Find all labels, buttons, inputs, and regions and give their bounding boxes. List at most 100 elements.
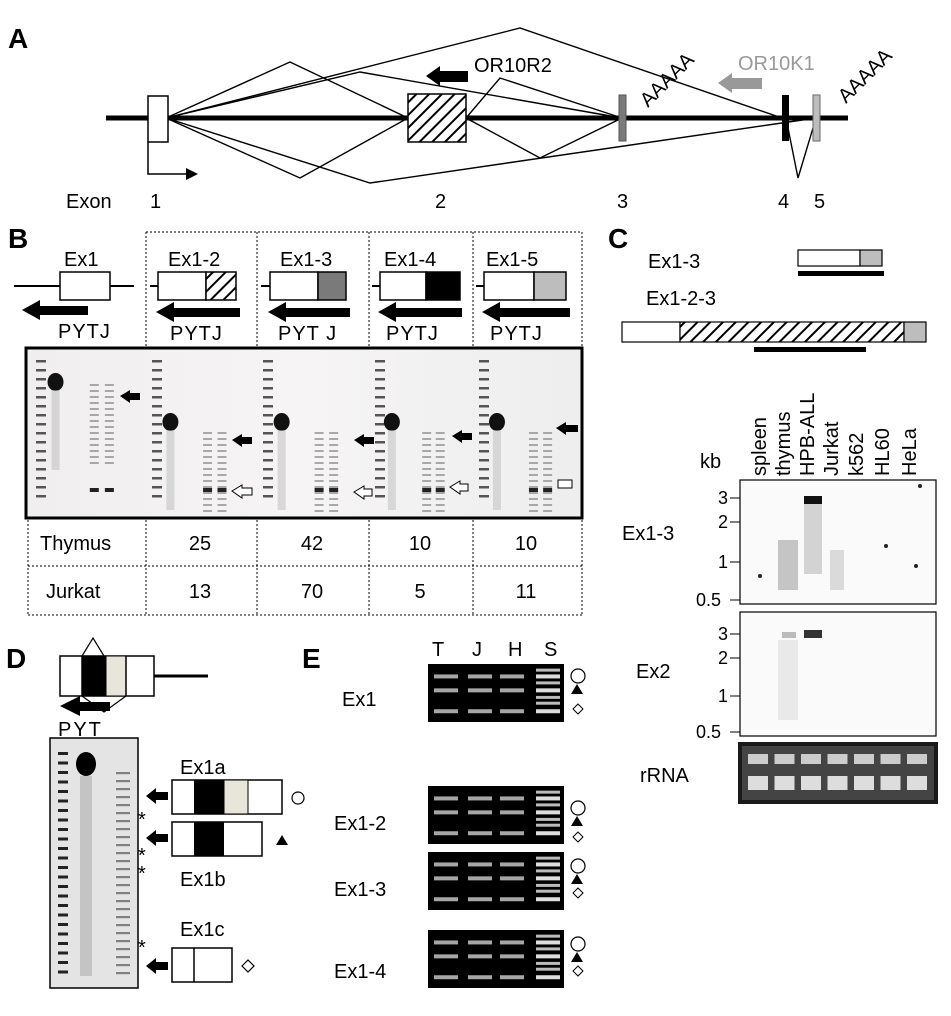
lane-h: H bbox=[508, 639, 522, 661]
open-arrow-icon bbox=[557, 479, 573, 489]
lane-band bbox=[314, 510, 324, 512]
lane-band bbox=[104, 444, 114, 446]
blot-label-ex2: Ex2 bbox=[636, 661, 670, 683]
lane-band bbox=[435, 462, 445, 464]
lane-band bbox=[314, 492, 324, 494]
construct-ex1-3-label: Ex1-3 bbox=[280, 249, 332, 271]
lane-band bbox=[329, 474, 339, 476]
product-band bbox=[383, 413, 400, 431]
gel-band bbox=[468, 897, 492, 902]
gel-band bbox=[500, 796, 524, 801]
lane-band bbox=[543, 432, 553, 434]
gel-band bbox=[434, 810, 458, 815]
lane-band bbox=[528, 480, 538, 482]
lane-band bbox=[329, 450, 339, 452]
ladder-band bbox=[36, 468, 46, 471]
probe-ex1-2-3-bar bbox=[754, 347, 866, 352]
lane-band bbox=[116, 964, 130, 967]
lanes-ex1-3: PYT J bbox=[278, 323, 337, 345]
ladder-band bbox=[263, 486, 273, 489]
lane-band bbox=[435, 498, 445, 500]
ladder-band bbox=[152, 441, 162, 444]
rrna-band bbox=[774, 754, 795, 764]
gel-band bbox=[536, 975, 560, 980]
lane-band bbox=[543, 450, 553, 452]
product-band bbox=[47, 373, 64, 391]
lane-band bbox=[543, 498, 553, 500]
lane-band bbox=[435, 438, 445, 440]
lane-band bbox=[329, 462, 339, 464]
gel-band bbox=[536, 869, 560, 873]
ladder-band bbox=[375, 432, 385, 435]
lane-band bbox=[203, 488, 213, 492]
isoform-ex1a-label: Ex1a bbox=[180, 757, 226, 779]
ladder-band bbox=[152, 378, 162, 381]
ladder-band bbox=[263, 396, 273, 399]
ladder-band bbox=[36, 450, 46, 453]
lane-band bbox=[543, 488, 553, 492]
ladder-band bbox=[58, 818, 68, 822]
ladder-band bbox=[152, 396, 162, 399]
lane-band bbox=[435, 486, 445, 488]
panel-b-gel-frame bbox=[24, 346, 584, 520]
ladder-band bbox=[263, 459, 273, 462]
exon-number-1: 1 bbox=[150, 191, 161, 213]
blot-1-ticks: 3 2 1 0.5 bbox=[696, 488, 740, 610]
rrna-band bbox=[827, 754, 848, 764]
lane-band bbox=[203, 498, 213, 500]
ladder-band bbox=[152, 414, 162, 417]
lane-band bbox=[543, 486, 553, 488]
lanes-ex1-5: PYTJ bbox=[490, 323, 543, 345]
ladder-band bbox=[58, 961, 68, 964]
lane-band bbox=[104, 450, 114, 452]
lane-band bbox=[89, 414, 99, 416]
tick-1: 1 bbox=[718, 686, 728, 706]
tick-0-5: 0.5 bbox=[696, 590, 721, 610]
gel-band bbox=[536, 668, 560, 672]
lane-band bbox=[116, 852, 130, 855]
gel-band bbox=[434, 975, 458, 980]
ladder-band bbox=[36, 441, 46, 444]
ladder-band bbox=[263, 378, 273, 381]
blot-band bbox=[804, 496, 822, 504]
jurkat-ex1-4: 5 bbox=[414, 581, 425, 603]
construct-ex1-5-label: Ex1-5 bbox=[486, 249, 538, 271]
gel-band bbox=[500, 688, 524, 693]
exon-2-box bbox=[407, 93, 467, 143]
lane-band bbox=[422, 462, 432, 464]
probe-ex1-2-3-label: Ex1-2-3 bbox=[646, 288, 716, 310]
lane-t: T bbox=[432, 639, 444, 661]
panel-b-letter: B bbox=[8, 223, 28, 254]
lane-band bbox=[203, 462, 213, 464]
diamond-marker-icon bbox=[241, 959, 255, 973]
ladder-band bbox=[58, 970, 68, 974]
ladder-band bbox=[58, 913, 68, 917]
lane-band bbox=[104, 462, 114, 464]
ladder-band bbox=[375, 441, 385, 444]
speck bbox=[884, 544, 888, 548]
ladder-band bbox=[375, 495, 385, 498]
northern-blot-ex1-3 bbox=[739, 479, 937, 605]
lane-band bbox=[422, 456, 432, 458]
gel-band bbox=[536, 947, 560, 951]
lane-band bbox=[422, 432, 432, 434]
gel-band bbox=[536, 823, 560, 827]
ladder-band bbox=[263, 495, 273, 498]
lane-band bbox=[104, 432, 114, 434]
ladder-band bbox=[479, 459, 489, 462]
ladder-band bbox=[58, 885, 68, 888]
lane-band bbox=[314, 474, 324, 476]
lane-band bbox=[422, 492, 432, 494]
ladder-band bbox=[152, 405, 162, 408]
tss-arrow bbox=[147, 142, 190, 175]
lane-band bbox=[329, 432, 339, 434]
gel-band bbox=[536, 856, 560, 860]
lane-band bbox=[422, 444, 432, 446]
lane-band bbox=[435, 468, 445, 470]
lane-band bbox=[217, 456, 227, 458]
kb-label: kb bbox=[700, 451, 721, 473]
panel-b-gel bbox=[26, 348, 582, 518]
construct-ex1-4: Ex1-4 PYTJ bbox=[372, 249, 462, 345]
probe-ex1-3-exon3 bbox=[859, 249, 883, 267]
polya-1: AAAAA bbox=[636, 48, 699, 111]
